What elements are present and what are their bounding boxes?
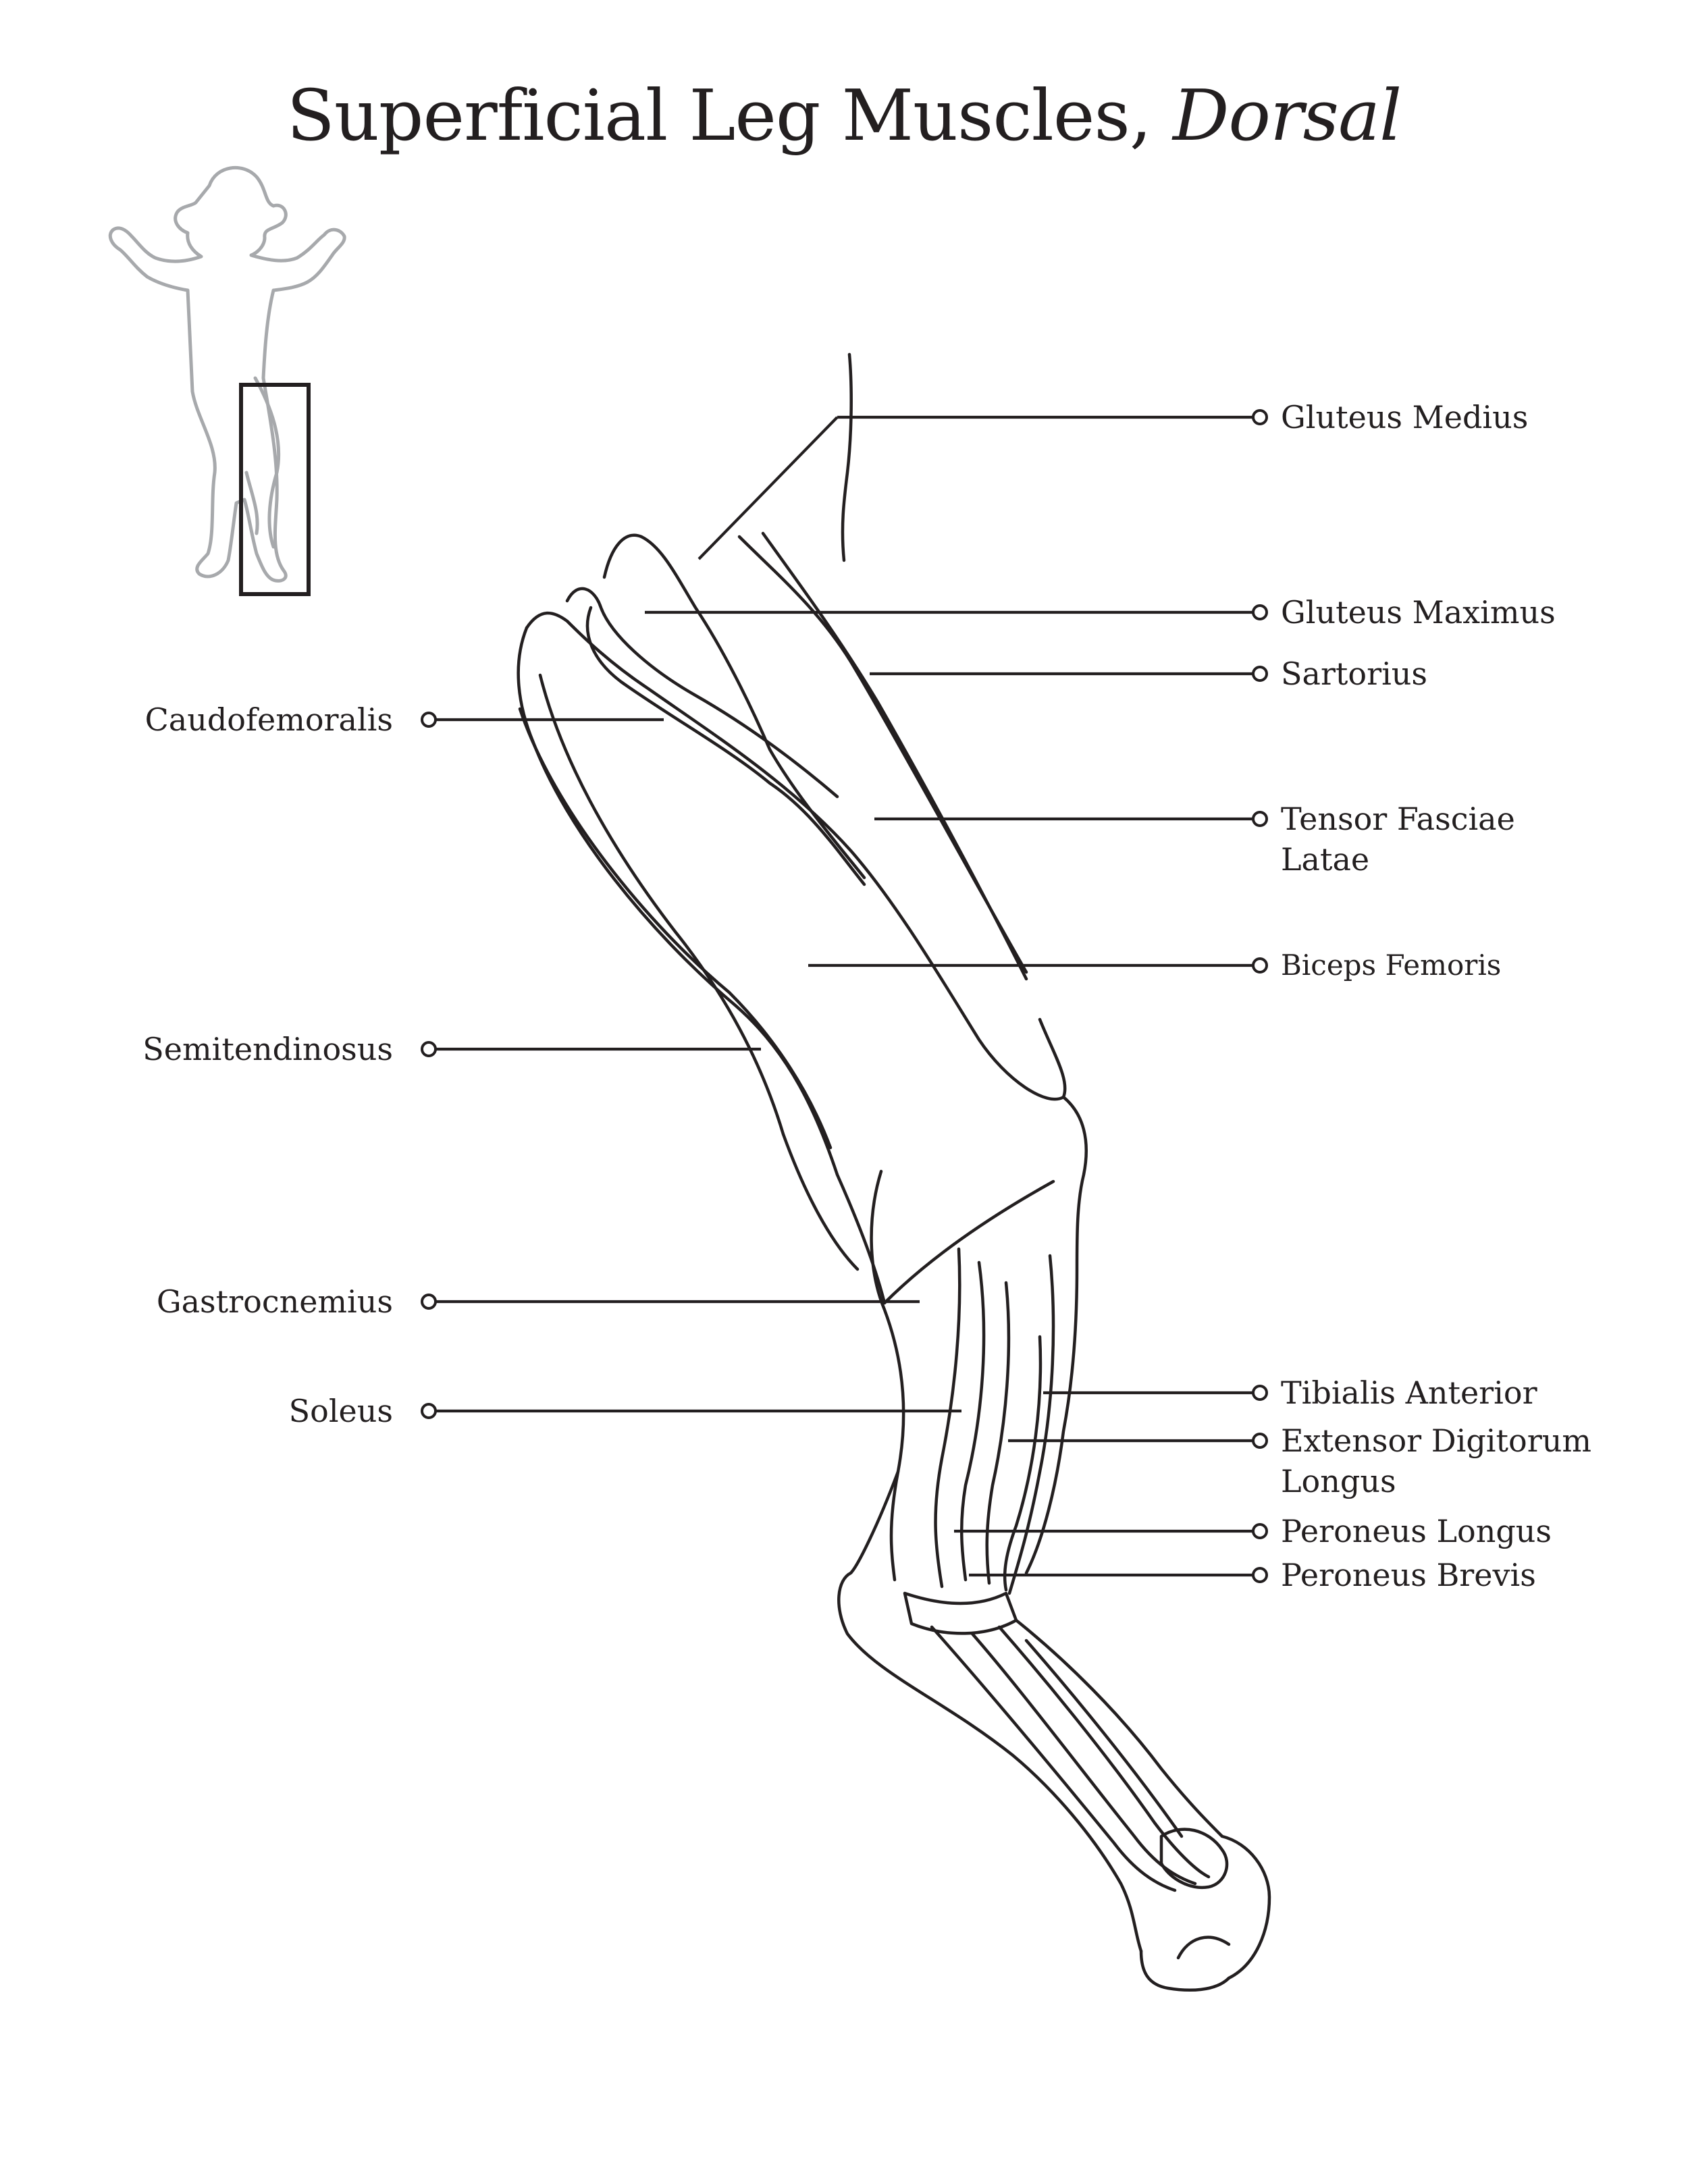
foot-top <box>1014 1618 1271 1980</box>
foot-tendon-2 <box>970 1632 1197 1886</box>
caudofemoralis-outline <box>565 587 839 799</box>
hip-line <box>841 352 853 562</box>
locator-box <box>239 383 311 596</box>
leader-sartorius <box>870 666 1268 682</box>
soleus-outline <box>934 1247 961 1589</box>
thigh-front-line <box>882 1179 1055 1305</box>
label-tensor-fasciae-latae-line1: Tensor Fasciae <box>1281 801 1515 837</box>
inner-thigh-line <box>538 673 860 1271</box>
label-tibialis-anterior: Tibialis Anterior <box>1281 1375 1537 1411</box>
foot-toe-line <box>1176 1936 1231 1960</box>
leader-tibialis-anterior <box>1043 1385 1268 1401</box>
body-leg-detail <box>253 376 281 549</box>
label-gluteus-medius: Gluteus Medius <box>1281 399 1529 435</box>
peroneus-outline <box>1003 1335 1043 1592</box>
label-peroneus-brevis: Peroneus Brevis <box>1281 1557 1536 1593</box>
leader-tensor-fasciae-latae <box>874 811 1268 827</box>
label-gastrocnemius: Gastrocnemius <box>156 1283 393 1320</box>
body-leg-detail-2 <box>244 471 259 535</box>
label-biceps-femoris: Biceps Femoris <box>1281 949 1502 982</box>
leader-caudofemoralis <box>421 712 664 728</box>
label-extensor-digitorum-line2: Longus <box>1281 1463 1396 1499</box>
label-semitendinosus: Semitendinosus <box>142 1031 393 1067</box>
body-silhouette <box>108 166 346 583</box>
leg-illustration <box>517 352 1271 1992</box>
leader-peroneus-longus <box>954 1523 1268 1539</box>
leader-soleus <box>421 1403 961 1419</box>
foot-nail-outline <box>1159 1828 1229 1890</box>
leader-biceps-femoris <box>808 957 1268 974</box>
heel-outline <box>837 1470 1143 1953</box>
foot-tendon-3 <box>997 1625 1211 1879</box>
page-title: Superficial Leg Muscles, Dorsal <box>0 74 1688 157</box>
leader-extensor-digitorum <box>1008 1433 1268 1449</box>
leader-peroneus-brevis <box>969 1567 1268 1583</box>
label-caudofemoralis: Caudofemoralis <box>144 701 393 738</box>
foot-tendon-4 <box>1024 1639 1184 1838</box>
title-italic: Dorsal <box>1172 74 1402 157</box>
label-gluteus-maximus: Gluteus Maximus <box>1281 594 1556 631</box>
knee-outline <box>1024 1095 1088 1575</box>
label-peroneus-longus: Peroneus Longus <box>1281 1513 1552 1549</box>
foot-tendon-1 <box>930 1625 1177 1892</box>
leader-semitendinosus <box>421 1041 761 1057</box>
biceps-femoris-outline <box>525 611 1067 1101</box>
gluteus-maximus-inner <box>585 606 866 886</box>
shin-front-line <box>1007 1254 1055 1595</box>
body-locator-figure <box>108 166 346 583</box>
title-main: Superficial Leg Muscles, <box>286 74 1152 157</box>
extensor-outline <box>985 1281 1011 1585</box>
label-sartorius: Sartorius <box>1281 656 1428 692</box>
leader-lines <box>421 409 1268 1583</box>
leader-gluteus-medius <box>697 409 1268 560</box>
leader-gluteus-maximus <box>645 604 1268 620</box>
leader-gastrocnemius <box>421 1294 920 1310</box>
sartorius-outline <box>761 531 1028 981</box>
gastrocnemius-outline <box>870 1169 905 1582</box>
label-soleus: Soleus <box>288 1393 393 1429</box>
label-tensor-fasciae-latae-line2: Latae <box>1281 841 1370 878</box>
label-extensor-digitorum-line1: Extensor Digitorum <box>1281 1422 1591 1459</box>
foot-bottom <box>1139 1949 1231 1992</box>
tibialis-outline <box>959 1260 986 1582</box>
